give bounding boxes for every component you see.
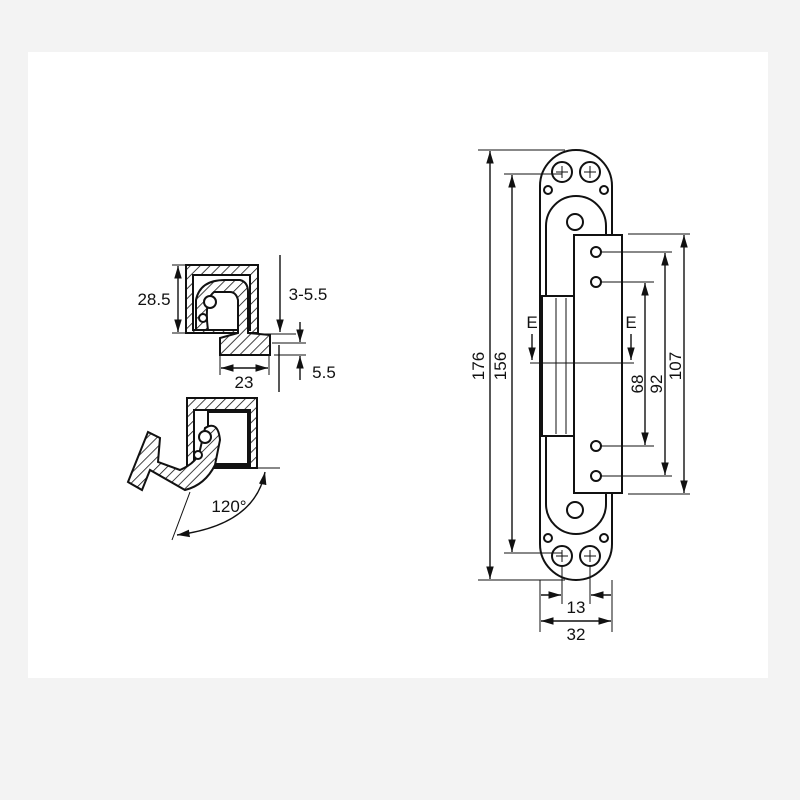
dim-hinge-width-label: 32 xyxy=(567,625,586,644)
dim-gap-label: 3-5.5 xyxy=(289,285,328,304)
dim-outer-holes-label: 92 xyxy=(647,375,666,394)
dim-screw-length-label: 156 xyxy=(491,352,510,380)
dim-angle-label: 120° xyxy=(211,497,246,516)
dim-width-label: 23 xyxy=(235,373,254,392)
dim-total-length-label: 176 xyxy=(469,352,488,380)
dim-plate-length-label: 107 xyxy=(666,352,685,380)
screw-icon xyxy=(551,545,573,567)
dim-height-label: 28.5 xyxy=(137,290,170,309)
dim-inner-holes-label: 68 xyxy=(628,375,647,394)
dim-flange-label: 5.5 xyxy=(312,363,336,382)
screw-icon xyxy=(579,545,601,567)
section-marker-left: E xyxy=(526,313,537,332)
profile-top-section: 28.5 3-5.5 5.5 23 xyxy=(137,255,336,392)
screw-icon xyxy=(551,161,573,183)
hinge-front-view: 176 156 107 92 68 E E 13 32 xyxy=(469,149,690,644)
section-marker-right: E xyxy=(625,313,636,332)
screw-icon xyxy=(579,161,601,183)
dim-screw-spacing-label: 13 xyxy=(567,598,586,617)
profile-bottom-open: 120° xyxy=(126,397,280,541)
